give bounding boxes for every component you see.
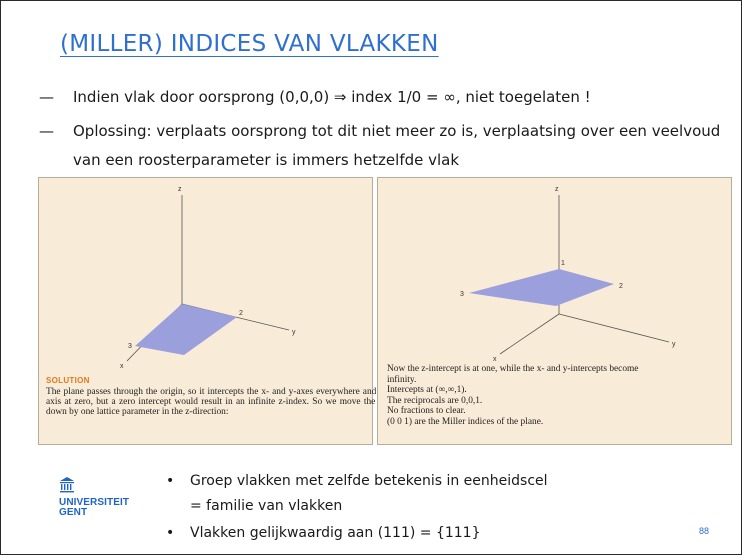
solution-text: The plane passes through the origin, so … [46, 387, 401, 418]
text-line: Intercepts at (∞,∞,1). [387, 385, 467, 396]
plane-shape [135, 304, 237, 355]
slide-title: (MILLER) INDICES VAN VLAKKEN [60, 31, 439, 57]
bullet-1: — Indien vlak door oorsprong (0,0,0) ⇒ in… [39, 88, 591, 106]
text-line: (0 0 1) are the Miller indices of the pl… [387, 416, 544, 427]
x-axis-line [499, 313, 560, 355]
bullet-2-marker: — [39, 122, 54, 140]
bottom-bullet-2-text: Vlakken gelijkwaardig aan (111) = {111} [190, 525, 481, 541]
figure-right-diagram: z y x 1 2 3 [460, 186, 676, 363]
x-intercept-label: 3 [460, 291, 464, 298]
y-axis-line [558, 313, 670, 343]
y-intercept-label: 2 [239, 310, 243, 317]
bottom-bullet-1: • Groep vlakken met zelfde betekenis in e… [166, 473, 548, 489]
bottom-bullet-2: • Vlakken gelijkwaardig aan (111) = {111} [166, 525, 481, 541]
z-axis-label: z [555, 186, 559, 193]
bottom-bullet-1-continuation: = familie van vlakken [190, 498, 343, 514]
bottom-bullet-1-text: Groep vlakken met zelfde betekenis in ee… [190, 473, 548, 489]
bullet-1-text: Indien vlak door oorsprong (0,0,0) ⇒ ind… [73, 88, 591, 106]
text-line: Now the z-intercept is at one, while the… [387, 364, 639, 374]
logo-line-2: GENT [59, 507, 88, 518]
x-intercept-label: 3 [128, 343, 132, 350]
plane-shape [469, 269, 614, 306]
figure-right: z y x 1 2 3 Now the z-intercept is at on… [377, 177, 732, 445]
z-axis-label: z [178, 186, 182, 193]
solution-heading: SOLUTION [46, 376, 90, 385]
figure-left: z y x 2 3 SOLUTION The plane passes thro… [38, 177, 401, 445]
y-axis-label: y [292, 329, 296, 336]
university-logo: UNIVERSITEIT GENT [59, 476, 139, 518]
building-icon [60, 477, 74, 493]
text-line: No fractions to clear. [387, 406, 466, 417]
text-line: The reciprocals are 0,0,1. [387, 395, 483, 406]
x-axis-label: x [120, 363, 124, 370]
x-axis-label: x [493, 356, 497, 363]
bottom-bullet-2-marker: • [166, 525, 175, 541]
figure-right-text: Now the z-intercept is at one, while the… [387, 364, 741, 428]
bullet-1-marker: — [39, 88, 54, 106]
bullet-2-text: Oplossing: verplaats oorsprong tot dit n… [73, 122, 721, 140]
logo-line-1: UNIVERSITEIT [59, 497, 130, 508]
figure-left-diagram: z y x 2 3 [120, 186, 296, 370]
z-intercept-label: 1 [561, 260, 565, 267]
bullet-2: — Oplossing: verplaats oorsprong tot dit … [39, 122, 720, 140]
bottom-bullet-1-marker: • [166, 473, 175, 489]
text-line: infinity. [387, 374, 417, 385]
y-axis-label: y [672, 341, 676, 348]
bullet-2-continuation: van een roosterparameter is immers hetze… [73, 151, 460, 169]
y-intercept-label: 2 [619, 283, 623, 290]
page-number: 88 [699, 526, 710, 536]
